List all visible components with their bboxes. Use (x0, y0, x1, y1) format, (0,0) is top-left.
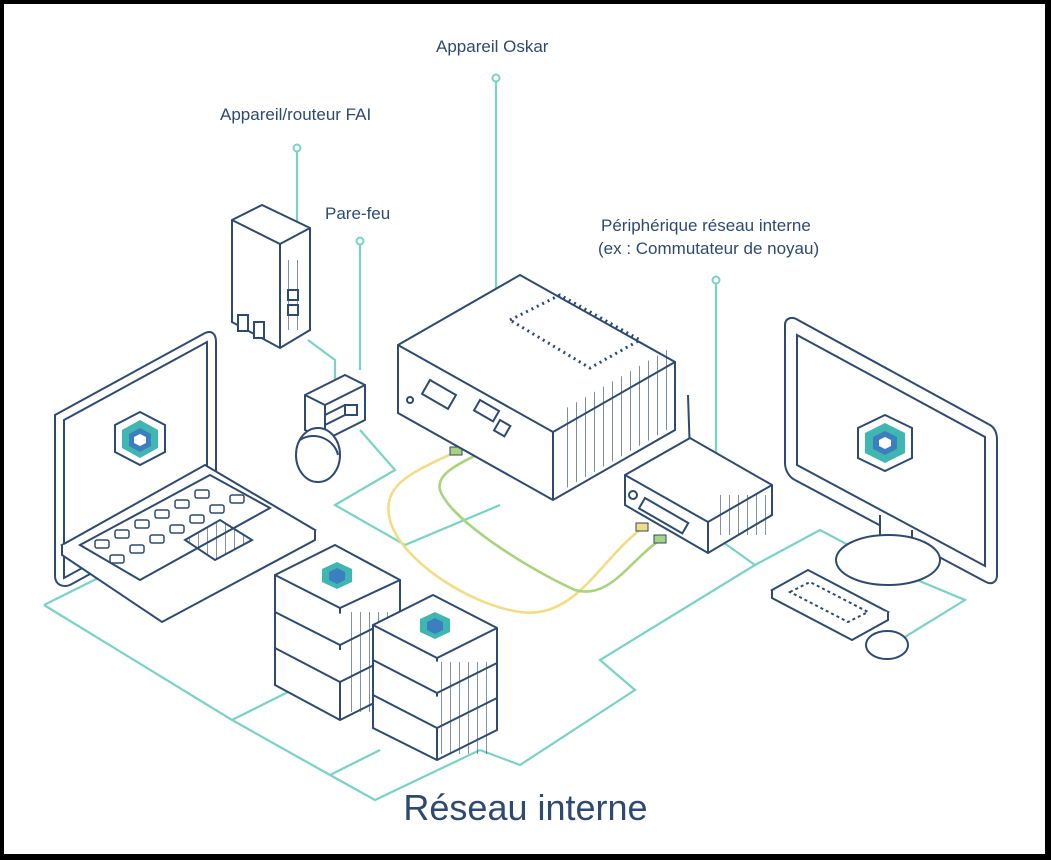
isp-router-device (231, 203, 311, 350)
server-stack-right (372, 593, 498, 762)
label-internal-network-device-example: (ex : Commutateur de noyau) (598, 239, 820, 258)
logo-server-right (420, 612, 450, 639)
network-switch-device (624, 394, 773, 555)
label-oskar-device: Appareil Oskar (436, 37, 549, 56)
mouse (865, 630, 909, 660)
logo-laptop (114, 410, 166, 467)
server-stack-left (274, 543, 401, 722)
logo-monitor (857, 413, 913, 473)
laptop-device (54, 331, 318, 624)
diagram-title: Réseau interne (403, 787, 648, 828)
patch-cables (387, 436, 667, 615)
logo-server-left (322, 562, 352, 589)
network-lines (43, 78, 968, 802)
firewall-device (295, 373, 366, 483)
label-firewall: Pare-feu (325, 204, 391, 223)
oskar-appliance (397, 273, 676, 502)
label-pins (292, 73, 721, 285)
laptop-keys (94, 489, 245, 564)
label-internal-network-device: Périphérique réseau interne (601, 216, 811, 235)
label-isp-router: Appareil/routeur FAI (220, 105, 372, 124)
keyboard (769, 568, 891, 642)
